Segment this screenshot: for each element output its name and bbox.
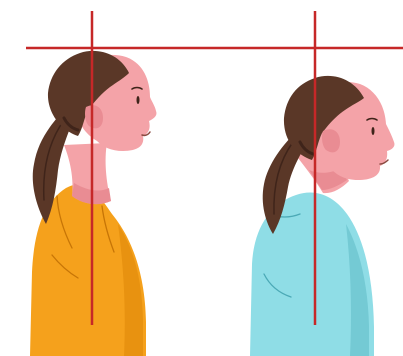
figure-forward-head-posture bbox=[250, 76, 394, 356]
right-eye bbox=[372, 127, 375, 135]
left-eye bbox=[137, 96, 140, 104]
